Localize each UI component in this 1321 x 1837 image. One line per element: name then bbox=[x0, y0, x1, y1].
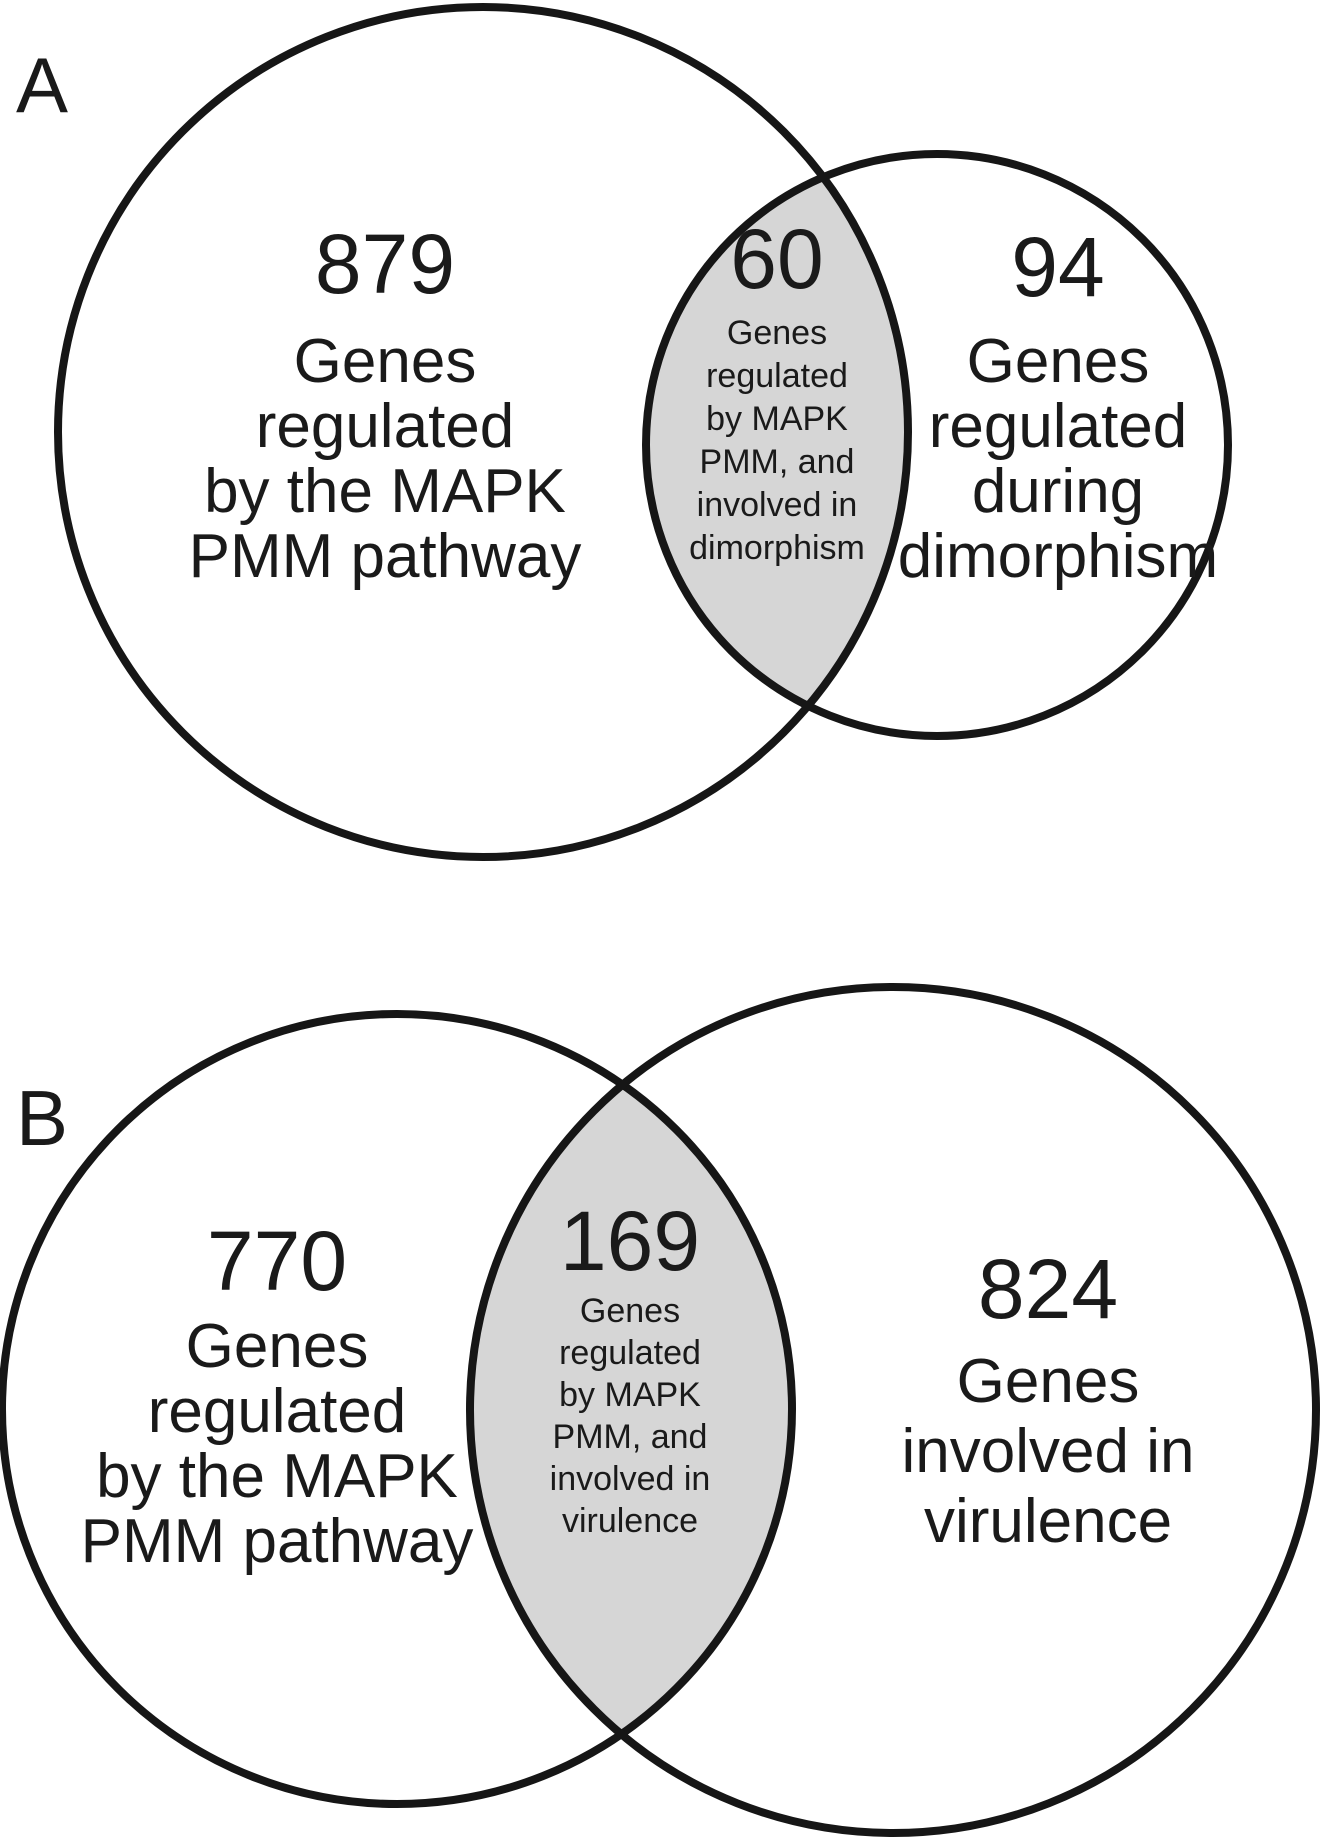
panel-b-overlap-line: regulated bbox=[559, 1334, 701, 1372]
panel-b-overlap-region bbox=[470, 1014, 792, 1804]
panel-b-overlap-line: Genes bbox=[580, 1292, 680, 1330]
panel-a-overlap-text: 60 Genes regulated by MAPK PMM, and invo… bbox=[689, 212, 865, 567]
panel-a-overlap-line: by MAPK bbox=[706, 400, 848, 438]
panel-a-left-line: Genes bbox=[294, 327, 477, 396]
panel-b-overlap-line: virulence bbox=[562, 1502, 698, 1540]
panel-a-left-line: regulated bbox=[256, 392, 515, 461]
panel-b-right-line: Genes bbox=[957, 1347, 1140, 1416]
panel-a-left-count: 879 bbox=[315, 217, 455, 311]
panel-b-overlap-line: involved in bbox=[550, 1460, 711, 1498]
panel-b: B 770 Genes regulated by the MAPK PMM pa… bbox=[0, 983, 1320, 1837]
panel-a: A 879 Genes regulated by the MAPK PMM pa… bbox=[16, 3, 1232, 861]
panel-a-overlap-line: regulated bbox=[706, 357, 848, 395]
panel-a-overlap-line: dimorphism bbox=[689, 529, 865, 567]
panel-a-right-count: 94 bbox=[1011, 220, 1104, 314]
panel-b-right-set-text: 824 Genes involved in virulence bbox=[902, 1242, 1195, 1556]
panel-b-overlap-count: 169 bbox=[560, 1194, 700, 1288]
panel-b-right-count: 824 bbox=[978, 1242, 1118, 1336]
panel-b-overlap-line: PMM, and bbox=[553, 1418, 708, 1456]
panel-b-left-count: 770 bbox=[207, 1214, 347, 1308]
panel-a-right-line: Genes bbox=[967, 327, 1150, 396]
panel-a-overlap-line: Genes bbox=[727, 314, 827, 352]
panel-b-left-line: regulated bbox=[148, 1377, 407, 1446]
panel-a-overlap-region bbox=[646, 154, 908, 736]
panel-b-left-line: Genes bbox=[186, 1312, 369, 1381]
panel-b-left-set-text: 770 Genes regulated by the MAPK PMM path… bbox=[81, 1214, 474, 1576]
panel-a-overlap-line: PMM, and bbox=[700, 443, 855, 481]
panel-b-right-line: virulence bbox=[924, 1487, 1172, 1556]
panel-b-left-line: PMM pathway bbox=[81, 1507, 474, 1576]
panel-a-right-line: regulated bbox=[929, 392, 1188, 461]
panel-a-left-set-text: 879 Genes regulated by the MAPK PMM path… bbox=[189, 217, 582, 591]
panel-a-right-circle bbox=[642, 150, 1232, 740]
panel-a-left-circle bbox=[54, 3, 912, 861]
panel-b-right-circle bbox=[466, 983, 1320, 1837]
panel-a-overlap-count: 60 bbox=[730, 212, 823, 306]
panel-a-right-set-text: 94 Genes regulated during dimorphism bbox=[898, 220, 1218, 591]
panel-a-left-line: PMM pathway bbox=[189, 522, 582, 591]
panel-b-overlap-text: 169 Genes regulated by MAPK PMM, and inv… bbox=[550, 1194, 711, 1540]
panel-a-right-line: during bbox=[972, 457, 1144, 526]
panel-a-left-line: by the MAPK bbox=[204, 457, 566, 526]
panel-b-label: B bbox=[16, 1074, 68, 1162]
panel-b-left-circle bbox=[0, 1010, 796, 1808]
panel-a-label: A bbox=[16, 41, 68, 129]
panel-b-left-line: by the MAPK bbox=[96, 1442, 458, 1511]
panel-b-overlap-line: by MAPK bbox=[559, 1376, 701, 1414]
panel-a-right-line: dimorphism bbox=[898, 522, 1218, 591]
panel-b-right-line: involved in bbox=[902, 1417, 1195, 1486]
panel-a-overlap-line: involved in bbox=[697, 486, 858, 524]
